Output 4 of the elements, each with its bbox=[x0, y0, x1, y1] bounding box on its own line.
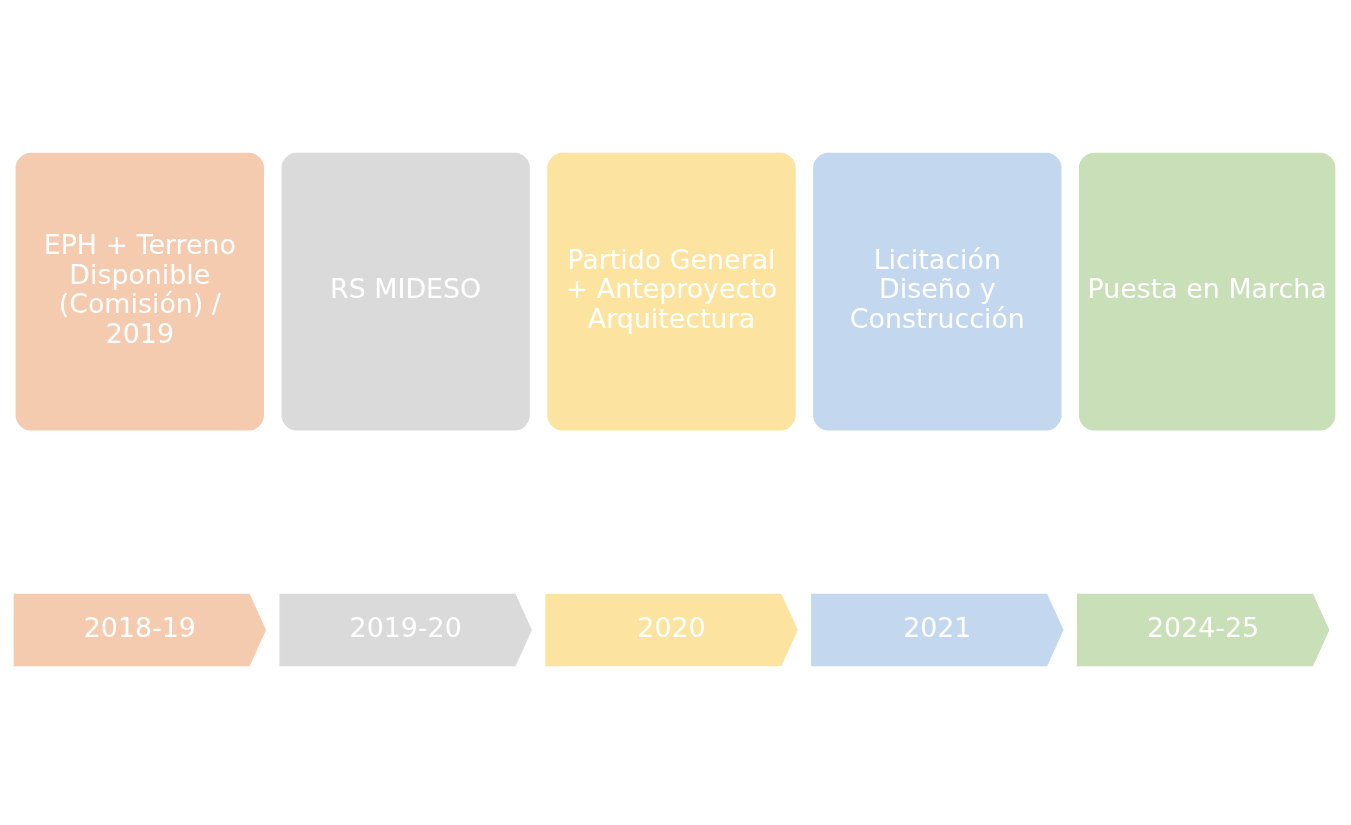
node-box: Licitación Diseño y Construcción bbox=[810, 150, 1065, 434]
node-box: Partido General + Anteproyecto Arquitectura bbox=[544, 150, 799, 434]
node-box: EPH + Terreno Disponible (Comisión) / 2019 bbox=[12, 150, 267, 434]
node-box: Puesta en Marcha bbox=[1076, 150, 1339, 434]
